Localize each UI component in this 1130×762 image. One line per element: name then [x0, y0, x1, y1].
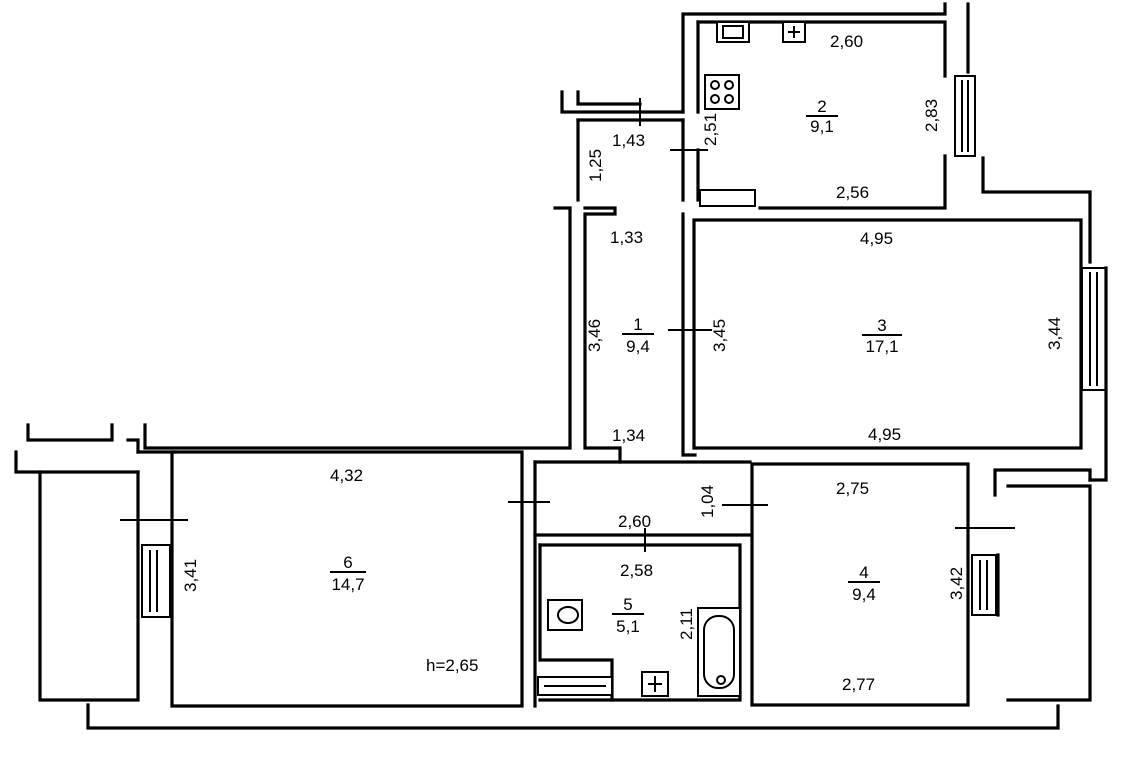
dim-2-58: 2,58: [620, 561, 653, 580]
dim-3-42: 3,42: [947, 567, 966, 600]
room-3-area: 17,1: [865, 337, 898, 356]
dim-2-75: 2,75: [836, 479, 869, 498]
sink-icon: [716, 21, 750, 43]
dim-4-95-top: 4,95: [860, 229, 893, 248]
room-4-area: 9,4: [852, 585, 876, 604]
stove-icon: [704, 74, 740, 110]
room-5-number: 5: [623, 595, 632, 614]
window-room-4: [971, 554, 997, 616]
room-3-number: 3: [877, 316, 886, 335]
dim-3-44: 3,44: [1045, 317, 1064, 350]
ceiling-height-label: h=2,65: [426, 656, 478, 675]
dim-2-60-kitchen: 2,60: [830, 32, 863, 51]
dim-2-51: 2,51: [701, 113, 720, 146]
dim-3-45: 3,45: [710, 319, 729, 352]
dim-2-60-hall: 2,60: [618, 512, 651, 531]
dim-3-46: 3,46: [585, 319, 604, 352]
room-4-number: 4: [859, 563, 868, 582]
dim-2-77: 2,77: [842, 675, 875, 694]
door-marks: [120, 98, 1015, 552]
room-2-area: 9,1: [810, 117, 834, 136]
window-kitchen: [954, 75, 976, 157]
dimension-labels: 1,43 1,25 1,33 3,46 1,34 2,60 2,51 2,83 …: [181, 32, 1064, 694]
dim-1-34: 1,34: [612, 426, 645, 445]
outlet-bath-icon: [641, 671, 669, 697]
outlet-icon: [782, 21, 806, 43]
dim-1-33: 1,33: [610, 228, 643, 247]
windows: [141, 75, 1107, 618]
window-room-3: [1081, 267, 1107, 391]
dim-1-43: 1,43: [612, 131, 645, 150]
dim-1-25: 1,25: [586, 149, 605, 182]
dim-4-95-bottom: 4,95: [868, 425, 901, 444]
room-5-area: 5,1: [616, 617, 640, 636]
room-1-number: 1: [633, 315, 642, 334]
dim-4-32: 4,32: [330, 466, 363, 485]
washbasin-icon: [537, 676, 613, 696]
walls: [14, 2, 1108, 730]
room-6-number: 6: [343, 553, 352, 572]
window-room-6: [141, 544, 171, 618]
room-labels: 1 9,4 2 9,1 3 17,1 4 9,4 5 5,1 6 14,7: [330, 97, 902, 636]
dim-2-56: 2,56: [836, 183, 869, 202]
toilet-icon: [547, 599, 583, 631]
radiator-kitchen-icon: [699, 189, 756, 207]
dim-3-41: 3,41: [181, 559, 200, 592]
bathtub-icon: [697, 607, 741, 697]
room-1-area: 9,4: [626, 337, 650, 356]
dim-2-11: 2,11: [677, 608, 696, 640]
room-2-number: 2: [817, 97, 826, 116]
dim-2-83: 2,83: [922, 99, 941, 132]
room-6-area: 14,7: [331, 575, 364, 594]
dim-1-04: 1,04: [698, 485, 717, 518]
fixtures: [537, 21, 806, 697]
